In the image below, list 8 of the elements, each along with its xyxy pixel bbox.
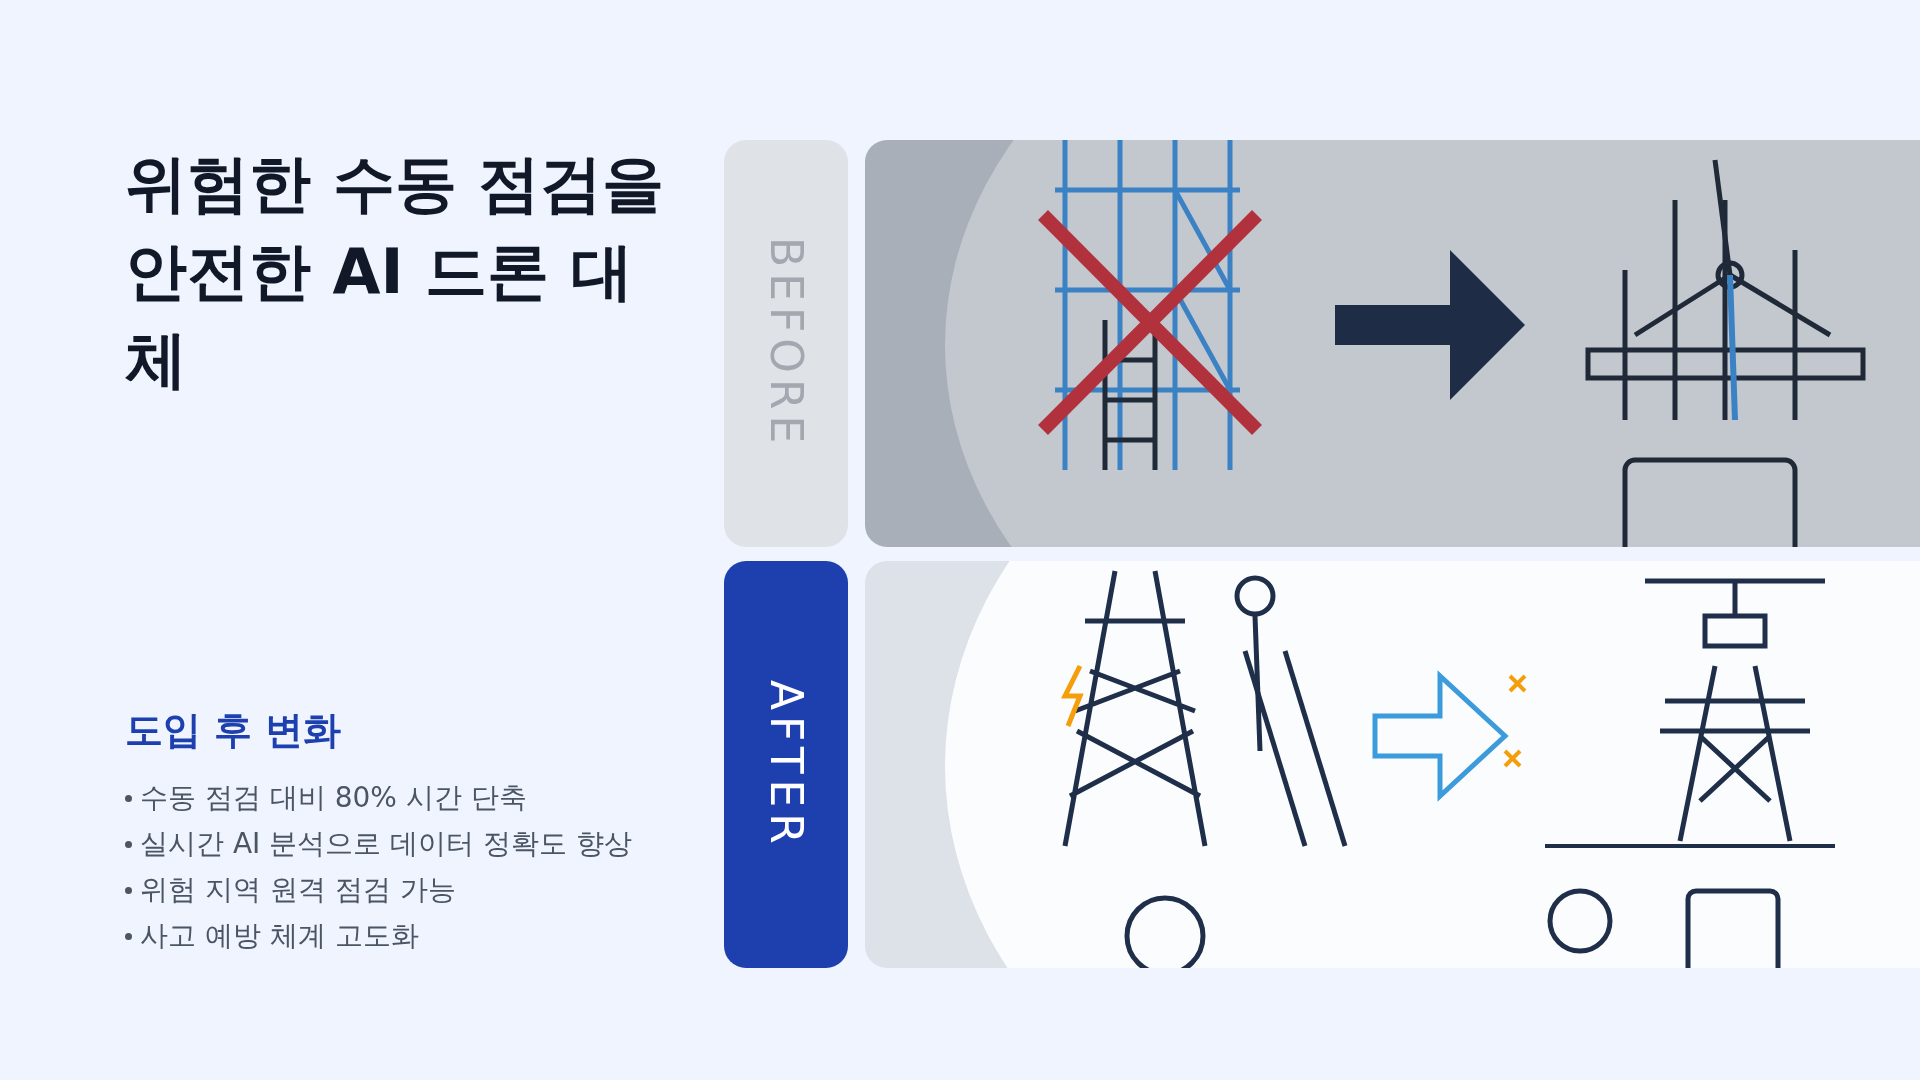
tab-label: BEFORE bbox=[760, 237, 812, 450]
bullet-text: 사고 예방 체계 고도화 bbox=[140, 918, 419, 954]
bullet-text: 실시간 AI 분석으로 데이터 정확도 향상 bbox=[140, 826, 632, 862]
bullet-text: 수동 점검 대비 80% 시간 단축 bbox=[140, 780, 527, 816]
tab-label: AFTER bbox=[760, 679, 812, 850]
bullet-text: 위험 지역 원격 점검 가능 bbox=[140, 872, 456, 908]
slide-title: 위험한 수동 점검을 안전한 AI 드론 대체 bbox=[125, 146, 666, 398]
section-heading: 도입 후 변화 bbox=[125, 707, 342, 754]
